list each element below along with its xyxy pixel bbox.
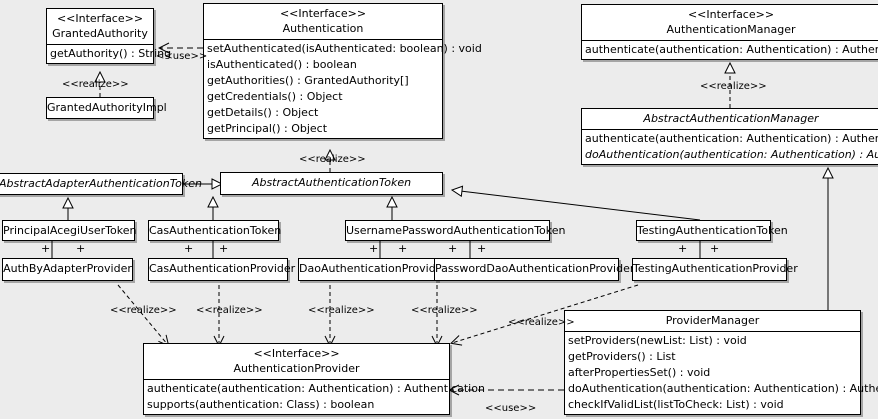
connector-label-realize-abstract-authentication-manager: <<realize>>	[700, 81, 767, 92]
class-box-cas-authentication-provider[interactable]: CasAuthenticationProvider	[148, 258, 295, 281]
abstract-authentication-manager-header: AbstractAuthenticationManager	[582, 109, 878, 129]
method-row: getProviders() : List	[568, 350, 676, 363]
authentication-provider-divider	[144, 379, 449, 380]
authentication-name: Authentication	[282, 22, 364, 35]
association-plus-marker: +	[477, 242, 487, 255]
class-box-cas-authentication-token[interactable]: CasAuthenticationToken	[148, 220, 282, 241]
class-box-dao-authentication-provider[interactable]: DaoAuthenticationProvider	[298, 258, 447, 281]
method-row: authenticate(authentication: Authenticat…	[585, 43, 878, 56]
method-row: checkIfValidList(listToCheck: List) : vo…	[568, 398, 784, 411]
generalization-testing-token-link	[452, 190, 701, 221]
granted-authority-name: GrantedAuthority	[52, 27, 148, 40]
password-dao-authentication-provider-name: PasswordDaoAuthenticationProvider	[435, 262, 635, 275]
authentication-provider-header: <<Interface>> AuthenticationProvider	[144, 344, 449, 379]
abstract-authentication-token-name: AbstractAuthenticationToken	[251, 176, 412, 189]
provider-manager-divider	[565, 331, 860, 332]
granted-authority-stereotype: <<Interface>>	[56, 12, 144, 25]
granted-authority-divider	[47, 44, 153, 45]
association-plus-marker: +	[398, 242, 408, 255]
class-box-principal-acegi-user-token[interactable]: PrincipalAcegiUserToken	[2, 220, 137, 241]
abstract-authentication-manager-divider	[582, 129, 878, 130]
class-box-provider-manager[interactable]: ProviderManager setProviders(newList: Li…	[564, 310, 878, 415]
class-box-abstract-authentication-token[interactable]: AbstractAuthenticationToken	[220, 172, 443, 195]
association-plus-marker: +	[184, 242, 194, 255]
method-row: getAuthorities() : GrantedAuthority[]	[207, 74, 409, 87]
abstract-adapter-authentication-token-name: AbstractAdapterAuthenticationToken	[0, 177, 202, 190]
method-row: doAuthentication(authentication: Authent…	[585, 148, 878, 161]
granted-authority-impl-name: GrantedAuthorityImpl	[47, 101, 167, 114]
class-box-abstract-authentication-manager[interactable]: AbstractAuthenticationManager authentica…	[581, 108, 878, 165]
class-box-auth-by-adapter-provider[interactable]: AuthByAdapterProvider	[2, 258, 133, 281]
class-box-testing-authentication-provider[interactable]: TestingAuthenticationProvider	[632, 258, 798, 281]
dao-authentication-provider-name: DaoAuthenticationProvider	[299, 262, 447, 275]
abstract-authentication-manager-methods: authenticate(authentication: Authenticat…	[582, 130, 878, 164]
class-box-granted-authority-impl[interactable]: GrantedAuthorityImpl	[46, 97, 167, 119]
association-plus-marker: +	[448, 242, 458, 255]
authentication-divider	[204, 39, 442, 40]
class-box-password-dao-authentication-provider[interactable]: PasswordDaoAuthenticationProvider	[434, 258, 634, 281]
class-box-authentication-manager[interactable]: <<Interface>> AuthenticationManager auth…	[581, 4, 878, 60]
authentication-provider-name: AuthenticationProvider	[233, 362, 360, 375]
authentication-provider-stereotype: <<Interface>>	[253, 347, 340, 360]
authentication-manager-methods: authenticate(authentication: Authenticat…	[582, 41, 878, 59]
method-row: getPrincipal() : Object	[207, 122, 328, 135]
connector-label-realize-cas-provider: <<realize>>	[196, 305, 263, 316]
method-row: getAuthority() : String	[50, 47, 172, 60]
auth-by-adapter-provider-name: AuthByAdapterProvider	[3, 262, 132, 275]
authentication-methods: setAuthenticated(isAuthenticated: boolea…	[204, 40, 482, 138]
association-plus-marker: +	[710, 242, 720, 255]
testing-authentication-token-name: TestingAuthenticationToken	[637, 224, 788, 237]
connector-label-realize-testing-provider: <<realize>>	[508, 317, 575, 328]
method-row: supports(authentication: Class) : boolea…	[147, 398, 375, 411]
connector-label-realize-auth-by-adapter: <<realize>>	[110, 305, 177, 316]
authentication-manager-name: AuthenticationManager	[666, 23, 796, 36]
class-box-authentication[interactable]: <<Interface>> Authentication setAuthenti…	[203, 3, 482, 139]
abstract-authentication-manager-name: AbstractAuthenticationManager	[643, 112, 819, 125]
authentication-header: <<Interface>> Authentication	[204, 4, 442, 39]
connector-label-realize-granted-authority-impl: <<realize>>	[62, 79, 129, 90]
username-password-authentication-token-name: UsernamePasswordAuthenticationToken	[346, 224, 566, 237]
granted-authority-methods: getAuthority() : String	[47, 45, 172, 63]
method-row: authenticate(authentication: Authenticat…	[585, 132, 878, 145]
provider-manager-header: ProviderManager	[565, 311, 860, 331]
association-plus-marker: +	[41, 242, 51, 255]
authentication-manager-divider	[582, 40, 878, 41]
class-box-abstract-adapter-authentication-token[interactable]: AbstractAdapterAuthenticationToken	[0, 173, 202, 195]
method-row: authenticate(authentication: Authenticat…	[147, 382, 485, 395]
connector-label-realize-password-dao-provider: <<realize>>	[411, 305, 478, 316]
authentication-manager-stereotype: <<Interface>>	[687, 8, 775, 21]
class-box-authentication-provider[interactable]: <<Interface>> AuthenticationProvider aut…	[143, 343, 485, 415]
method-row: doAuthentication(authentication: Authent…	[568, 382, 878, 395]
granted-authority-header: <<Interface>> GrantedAuthority	[47, 9, 153, 44]
connector-label-realize-dao-provider: <<realize>>	[308, 305, 375, 316]
cas-authentication-provider-name: CasAuthenticationProvider	[149, 262, 296, 275]
connector-label-realize-abstract-authentication-token: <<realize>>	[299, 154, 366, 165]
method-row: getCredentials() : Object	[207, 90, 343, 103]
association-plus-marker: +	[369, 242, 379, 255]
association-plus-marker: +	[678, 242, 688, 255]
method-row: setProviders(newList: List) : void	[568, 334, 747, 347]
principal-acegi-user-token-name: PrincipalAcegiUserToken	[3, 224, 137, 237]
authentication-manager-header: <<Interface>> AuthenticationManager	[582, 5, 878, 40]
method-row: isAuthenticated() : boolean	[207, 58, 357, 71]
method-row: afterPropertiesSet() : void	[568, 366, 711, 379]
provider-manager-methods: setProviders(newList: List) : void getPr…	[565, 332, 878, 414]
method-row: setAuthenticated(isAuthenticated: boolea…	[207, 42, 482, 55]
provider-manager-name: ProviderManager	[665, 314, 760, 327]
connector-label-use-authentication-granted-authority: <<use>>	[156, 51, 208, 62]
connector-label-use-provider-manager: <<use>>	[485, 403, 537, 414]
cas-authentication-token-name: CasAuthenticationToken	[149, 224, 282, 237]
class-box-testing-authentication-token[interactable]: TestingAuthenticationToken	[636, 220, 788, 241]
method-row: getDetails() : Object	[207, 106, 319, 119]
association-plus-marker: +	[219, 242, 229, 255]
association-plus-marker: +	[76, 242, 86, 255]
authentication-provider-methods: authenticate(authentication: Authenticat…	[144, 380, 485, 414]
authentication-stereotype: <<Interface>>	[279, 7, 367, 20]
class-box-username-password-authentication-token[interactable]: UsernamePasswordAuthenticationToken	[345, 220, 566, 241]
class-box-granted-authority[interactable]: <<Interface>> GrantedAuthority getAuthor…	[46, 8, 172, 64]
testing-authentication-provider-name: TestingAuthenticationProvider	[633, 262, 798, 275]
